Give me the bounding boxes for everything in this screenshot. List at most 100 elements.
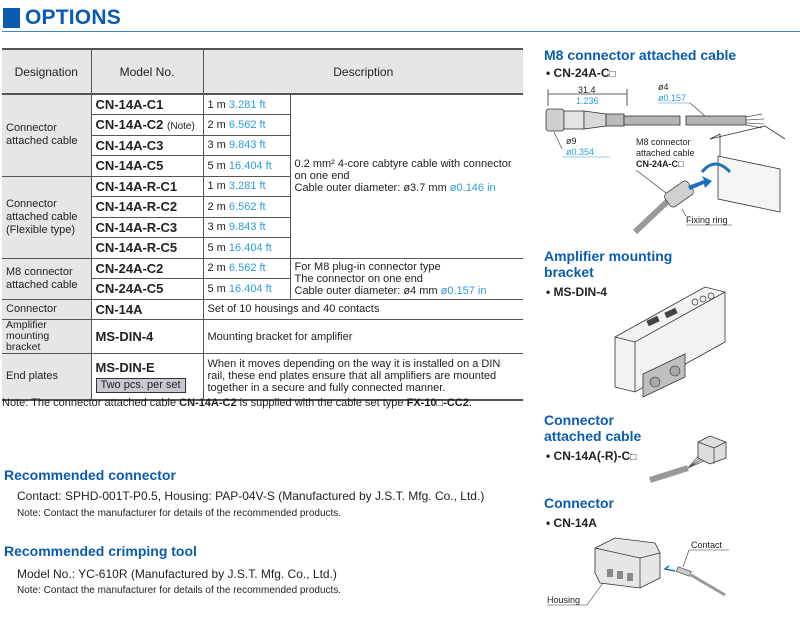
insert-arrow-icon (663, 565, 676, 572)
title-square-icon (3, 8, 20, 28)
model-cell: CN-14A-C1 (90, 93, 204, 115)
designation-cell: End plates (2, 353, 92, 400)
length-m: 2 m (207, 118, 226, 131)
model-cell: MS-DIN-E Two pcs. per set (90, 353, 204, 400)
recommended-connector-body: Contact: SPHD-001T-P0.5, Housing: PAP-04… (17, 489, 485, 503)
length-m: 1 m (207, 98, 226, 111)
length-m: 5 m (207, 282, 226, 295)
header-model: Model No. (90, 48, 204, 95)
options-table: Designation Model No. Description Connec… (2, 48, 523, 401)
connector-diagram: Contact Housing (547, 537, 729, 606)
dim-head: ø9 (566, 136, 577, 146)
callout-line3: CN-24A-C□ (636, 159, 684, 169)
length-ft: 16.404 ft (228, 282, 272, 295)
length-cell: 5 m 16.404 ft (202, 237, 290, 259)
designation-cell: Amplifier mounting bracket (2, 319, 92, 354)
length-cell: 2 m 6.562 ft (202, 196, 290, 218)
table-row: Connector CN-14A Set of 10 housings and … (2, 298, 523, 320)
model-text: • CN-24A-C (546, 66, 610, 80)
model-number: CN-14A-R-C1 (95, 178, 178, 194)
m8-diameter-in: ø0.157 in (440, 284, 487, 297)
dim-cable: ø4 (658, 82, 669, 92)
model-cell: CN-14A-C3 (91, 134, 204, 156)
cable-desc-line1: 0.2 mm² 4-core cabtyre cable with connec… (294, 158, 512, 183)
model-number: CN-14A-C2 (95, 117, 164, 133)
table-row: End plates MS-DIN-E Two pcs. per set Whe… (2, 353, 523, 400)
push-arrow-icon (688, 176, 712, 190)
table-note: Note: The connector attached cable CN-14… (2, 397, 472, 409)
length-ft: 16.404 ft (228, 241, 272, 254)
model-number: CN-14A-C3 (95, 137, 164, 153)
table-row: CN-14A-R-C3 3 m 9.843 ft (2, 216, 523, 238)
recommended-tool-heading: Recommended crimping tool (4, 543, 197, 559)
length-ft: 3.281 ft (228, 180, 266, 193)
recommended-connector-note: Note: Contact the manufacturer for detai… (17, 508, 342, 519)
dim-length: 31.4 (578, 85, 596, 95)
heading-line: Amplifier mounting (544, 248, 673, 264)
cable-desc-line2: Cable outer diameter: ø3.7 mm ø0.146 in (295, 182, 520, 194)
model-number: CN-14A-R-C3 (95, 219, 178, 235)
model-cell: CN-14A-R-C2 (91, 196, 204, 218)
bracket-model: • MS-DIN-4 (546, 285, 607, 299)
length-m: 2 m (207, 262, 226, 275)
length-m: 3 m (207, 139, 226, 152)
length-cell: 3 m 9.843 ft (202, 216, 290, 238)
cable-diameter-mm: Cable outer diameter: ø3.7 mm (294, 182, 450, 195)
model-number: CN-14A-R-C5 (95, 240, 178, 256)
model-number: CN-24A-C5 (95, 281, 164, 297)
note-text: is supplied with the cable set type (236, 397, 407, 409)
rotate-arrow-icon (700, 162, 732, 174)
m8-desc-line3: Cable outer diameter: ø4 mm ø0.157 in (295, 285, 520, 297)
model-cell: CN-14A-R-C1 (90, 175, 204, 197)
length-ft: 6.562 ft (228, 118, 266, 131)
designation-cell: Connector (2, 298, 92, 320)
heading-line: bracket (544, 264, 594, 280)
bracket-diagram (614, 286, 726, 398)
model-number: CN-24A-C2 (95, 260, 164, 276)
length-m: 5 m (207, 159, 226, 172)
length-m: 5 m (207, 241, 226, 254)
model-cell: CN-14A (90, 298, 204, 320)
model-cell: CN-14A-R-C5 (91, 237, 204, 259)
recommended-tool-note: Note: Contact the manufacturer for detai… (17, 585, 342, 596)
dim-cable-in: ø0.157 (658, 93, 686, 103)
placeholder-square: □ (630, 452, 637, 463)
housing-label: Housing (547, 595, 580, 605)
table-row: CN-14A-C3 3 m 9.843 ft (2, 134, 523, 156)
dim-length-in: 1.236 (576, 96, 599, 106)
cable-model: • CN-14A(-R)-C□ (546, 449, 636, 463)
table-row: M8 connector attached cable CN-24A-C2 2 … (2, 257, 523, 300)
designation-cell: Connector attached cable (2, 93, 92, 177)
m8-cable-heading: M8 connector attached cable (544, 47, 737, 63)
length-cell: 1 m 3.281 ft (202, 175, 290, 197)
model-number: MS-DIN-E (95, 359, 155, 375)
model-note: (Note) (167, 121, 195, 133)
length-ft: 9.843 ft (228, 139, 266, 152)
placeholder-square: □ (609, 69, 616, 80)
length-m: 2 m (207, 200, 226, 213)
contact-label: Contact (691, 540, 723, 550)
length-cell: 2 m 6.562 ft (202, 114, 290, 136)
heading-line: Connector (544, 412, 614, 428)
table-row: Connector attached cable CN-14A-C1 1 m 3… (2, 93, 523, 259)
model-cell: CN-14A-C5 (91, 155, 204, 177)
model-cell: CN-14A-R-C3 (91, 216, 204, 238)
m8-desc-line2: The connector on one end (294, 272, 423, 285)
fixing-ring-label: Fixing ring (686, 215, 728, 225)
table-row: Connector attached cable (Flexible type)… (2, 175, 523, 259)
cable-connector (697, 435, 727, 465)
length-cell: 2 m 6.562 ft (202, 257, 291, 279)
callout-line2: attached cable (636, 148, 695, 158)
note-text: Note: The connector attached cable (2, 397, 180, 409)
length-ft: 3.281 ft (228, 98, 266, 111)
length-ft: 9.843 ft (228, 221, 266, 234)
designation-cell: Connector attached cable (Flexible type) (2, 175, 92, 259)
length-m: 1 m (207, 180, 226, 193)
cable-diagram (649, 435, 727, 483)
table-row: Amplifier mounting bracket MS-DIN-4 Moun… (2, 319, 523, 354)
cable-description-cell: 0.2 mm² 4-core cabtyre cable with connec… (289, 93, 523, 259)
callout-line1: M8 connector (636, 137, 691, 147)
description-cell: Set of 10 housings and 40 contacts (202, 298, 523, 320)
